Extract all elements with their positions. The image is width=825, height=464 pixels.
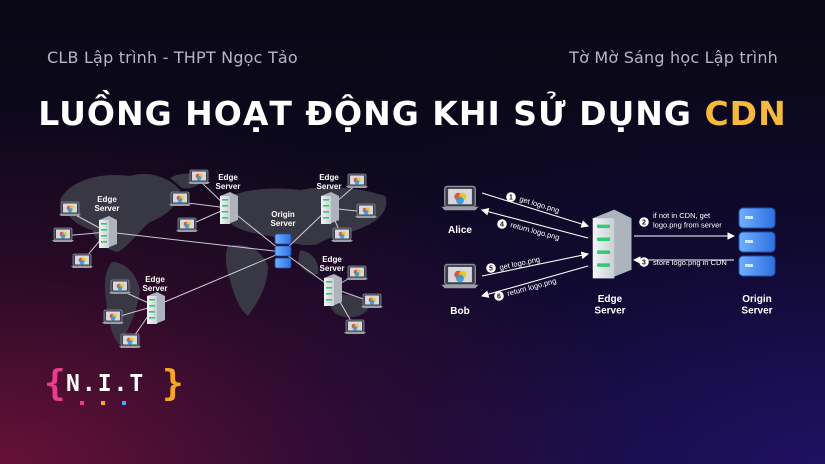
flow-origin-server-icon xyxy=(738,207,776,277)
svg-text:get logo.png: get logo.png xyxy=(499,255,541,272)
flow-arrows xyxy=(480,192,736,298)
series-name: Tờ Mờ Sáng học Lập trình xyxy=(569,48,778,67)
laptop-icon xyxy=(187,169,211,185)
flow-edge-server-icon xyxy=(592,209,632,279)
logo-brace-left: { xyxy=(44,363,66,404)
laptop-icon xyxy=(354,203,378,219)
bob-label: Bob xyxy=(450,306,469,317)
logo-dot xyxy=(80,401,84,405)
laptop-icon xyxy=(51,227,75,243)
edge-server-icon xyxy=(99,216,117,248)
svg-text:2: 2 xyxy=(642,220,646,227)
map-origin-server-icon xyxy=(274,233,292,269)
svg-text:5: 5 xyxy=(489,266,493,273)
laptop-icon xyxy=(168,191,192,207)
logo-brace-right: } xyxy=(162,363,184,404)
edge-server-icon xyxy=(147,292,165,324)
logo-dot xyxy=(101,401,105,405)
logo-dot xyxy=(122,401,126,405)
svg-text:store logo.png in CDN: store logo.png in CDN xyxy=(653,258,727,267)
svg-text:6: 6 xyxy=(497,294,501,301)
logo-text: N.I.T xyxy=(66,371,146,397)
title-main: LUỒNG HOẠT ĐỘNG KHI SỬ DỤNG xyxy=(38,94,692,133)
svg-text:1: 1 xyxy=(509,195,513,202)
club-name: CLB Lập trình - THPT Ngọc Tảo xyxy=(47,48,298,67)
edge-server-icon xyxy=(220,192,238,224)
svg-text:4: 4 xyxy=(500,222,504,229)
laptop-icon xyxy=(345,265,369,281)
step-6: 6 return logo.png xyxy=(494,276,557,301)
laptop-icon xyxy=(343,319,367,335)
alice-label: Alice xyxy=(448,225,472,236)
svg-text:get logo.png: get logo.png xyxy=(518,194,560,215)
laptop-icon xyxy=(108,279,132,295)
laptop-icon xyxy=(58,201,82,217)
step-3: 3 store logo.png in CDN xyxy=(639,257,727,267)
laptop-icon xyxy=(345,173,369,189)
logo-dots xyxy=(80,401,126,405)
step-5: 5 get logo.png xyxy=(486,255,541,273)
alice-laptop-icon xyxy=(440,185,480,212)
laptop-icon xyxy=(360,293,384,309)
title-accent: CDN xyxy=(704,94,787,133)
page-title: LUỒNG HOẠT ĐỘNG KHI SỬ DỤNG CDN xyxy=(0,94,825,133)
laptop-icon xyxy=(118,333,142,349)
edge-server-icon xyxy=(324,274,342,306)
edge-server-icon xyxy=(321,192,339,224)
laptop-icon xyxy=(330,227,354,243)
laptop-icon xyxy=(70,253,94,269)
svg-text:3: 3 xyxy=(642,260,646,267)
laptop-icon xyxy=(101,309,125,325)
svg-text:return logo.png: return logo.png xyxy=(506,276,557,298)
bob-laptop-icon xyxy=(440,263,480,290)
laptop-icon xyxy=(175,217,199,233)
